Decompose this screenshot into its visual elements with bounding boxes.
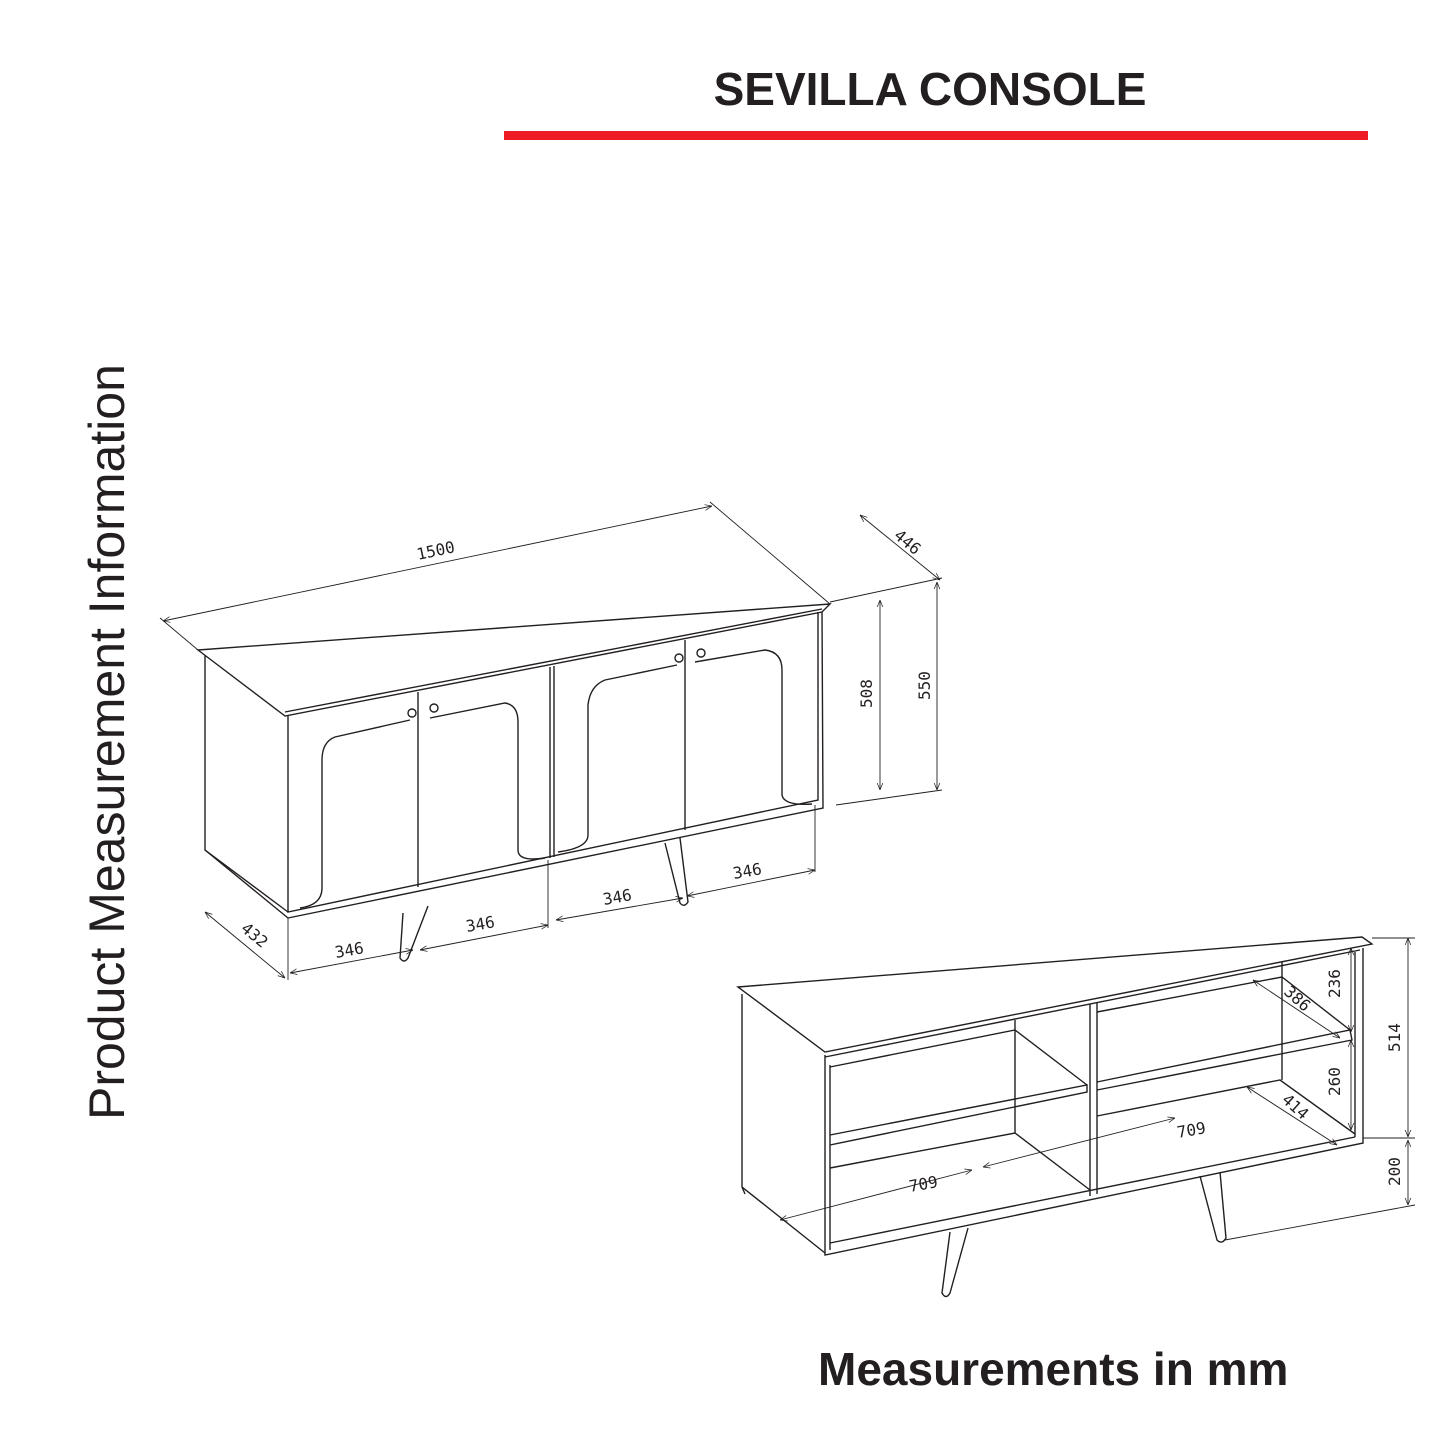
dimension-line-432 bbox=[205, 912, 285, 978]
dim-label-depth-side: 432 bbox=[237, 919, 271, 952]
left-side-panel bbox=[741, 994, 826, 1254]
extension-line bbox=[829, 577, 943, 603]
dim-label-door: 346 bbox=[731, 859, 763, 883]
bottom-panel bbox=[829, 1136, 1356, 1244]
dim-label-386: 386 bbox=[1280, 982, 1314, 1015]
dim-label-door: 346 bbox=[333, 938, 365, 962]
knob-icon bbox=[696, 648, 706, 658]
dim-label-width: 1500 bbox=[415, 537, 457, 564]
open-console-drawing: 236 260 386 414 709 709 514 200 bbox=[736, 936, 1416, 1298]
units-note: Measurements in mm bbox=[818, 1343, 1289, 1395]
dim-label-709-right: 709 bbox=[1175, 1118, 1207, 1142]
front-face bbox=[287, 612, 819, 913]
top-panel-edge bbox=[824, 949, 1361, 1058]
dim-label-door: 346 bbox=[601, 885, 633, 909]
left-shelf bbox=[829, 1084, 1088, 1146]
extension-line bbox=[159, 617, 199, 651]
knob-icon bbox=[407, 708, 417, 718]
dim-label-414: 414 bbox=[1278, 1090, 1312, 1123]
left-side-panel bbox=[204, 655, 289, 913]
leg bbox=[399, 905, 429, 962]
dimension-line-depth-top bbox=[860, 515, 940, 580]
dim-label-200: 200 bbox=[1385, 1157, 1404, 1186]
extension-line bbox=[835, 789, 943, 806]
dimension-line-709-right bbox=[983, 1118, 1175, 1167]
dimension-line-door bbox=[290, 950, 413, 973]
leg bbox=[664, 837, 689, 906]
door-cutout bbox=[299, 719, 411, 909]
dimension-line-709-left bbox=[780, 1170, 972, 1220]
dimension-line-door bbox=[556, 898, 683, 920]
dimension-line-width bbox=[163, 506, 712, 621]
dim-label-depth-top: 446 bbox=[890, 526, 924, 559]
door-cutout bbox=[557, 664, 678, 853]
dimension-line-door bbox=[420, 925, 548, 950]
right-lower-back bbox=[1096, 1079, 1356, 1135]
leg bbox=[1199, 1171, 1227, 1243]
front-frame bbox=[824, 948, 1364, 1256]
right-shelf bbox=[1096, 1029, 1353, 1091]
dim-label-709-left: 709 bbox=[907, 1172, 939, 1196]
door-cutout bbox=[694, 649, 813, 805]
extension-line bbox=[709, 501, 831, 605]
dim-label-door: 346 bbox=[464, 912, 496, 936]
dim-label-236: 236 bbox=[1325, 969, 1344, 998]
left-plinth bbox=[741, 1186, 746, 1195]
page-title: SEVILLA CONSOLE bbox=[713, 63, 1147, 115]
dimension-line-414 bbox=[1247, 1087, 1337, 1145]
knob-icon bbox=[674, 653, 684, 663]
dim-label-total-height: 550 bbox=[915, 671, 934, 700]
left-lower-back bbox=[829, 1132, 1091, 1191]
dim-label-260: 260 bbox=[1325, 1067, 1344, 1096]
top-panel-edge bbox=[284, 608, 823, 713]
leg bbox=[941, 1227, 969, 1298]
right-side-edge bbox=[287, 611, 824, 919]
dim-label-514: 514 bbox=[1385, 1023, 1404, 1052]
left-shelf-back bbox=[829, 1029, 1088, 1086]
top-panel bbox=[736, 936, 1374, 1053]
extension-line bbox=[1224, 1204, 1416, 1241]
knob-icon bbox=[429, 703, 439, 713]
dim-label-body-height: 508 bbox=[857, 679, 876, 708]
closed-console-drawing: 1500 446 432 508 550 346 346 346 346 bbox=[159, 501, 943, 980]
title-underline bbox=[504, 131, 1368, 140]
dimension-line-door bbox=[687, 870, 815, 896]
top-panel bbox=[196, 603, 832, 717]
left-plinth bbox=[204, 849, 289, 919]
door-cutout bbox=[429, 702, 546, 860]
dimension-line-386 bbox=[1253, 980, 1340, 1038]
